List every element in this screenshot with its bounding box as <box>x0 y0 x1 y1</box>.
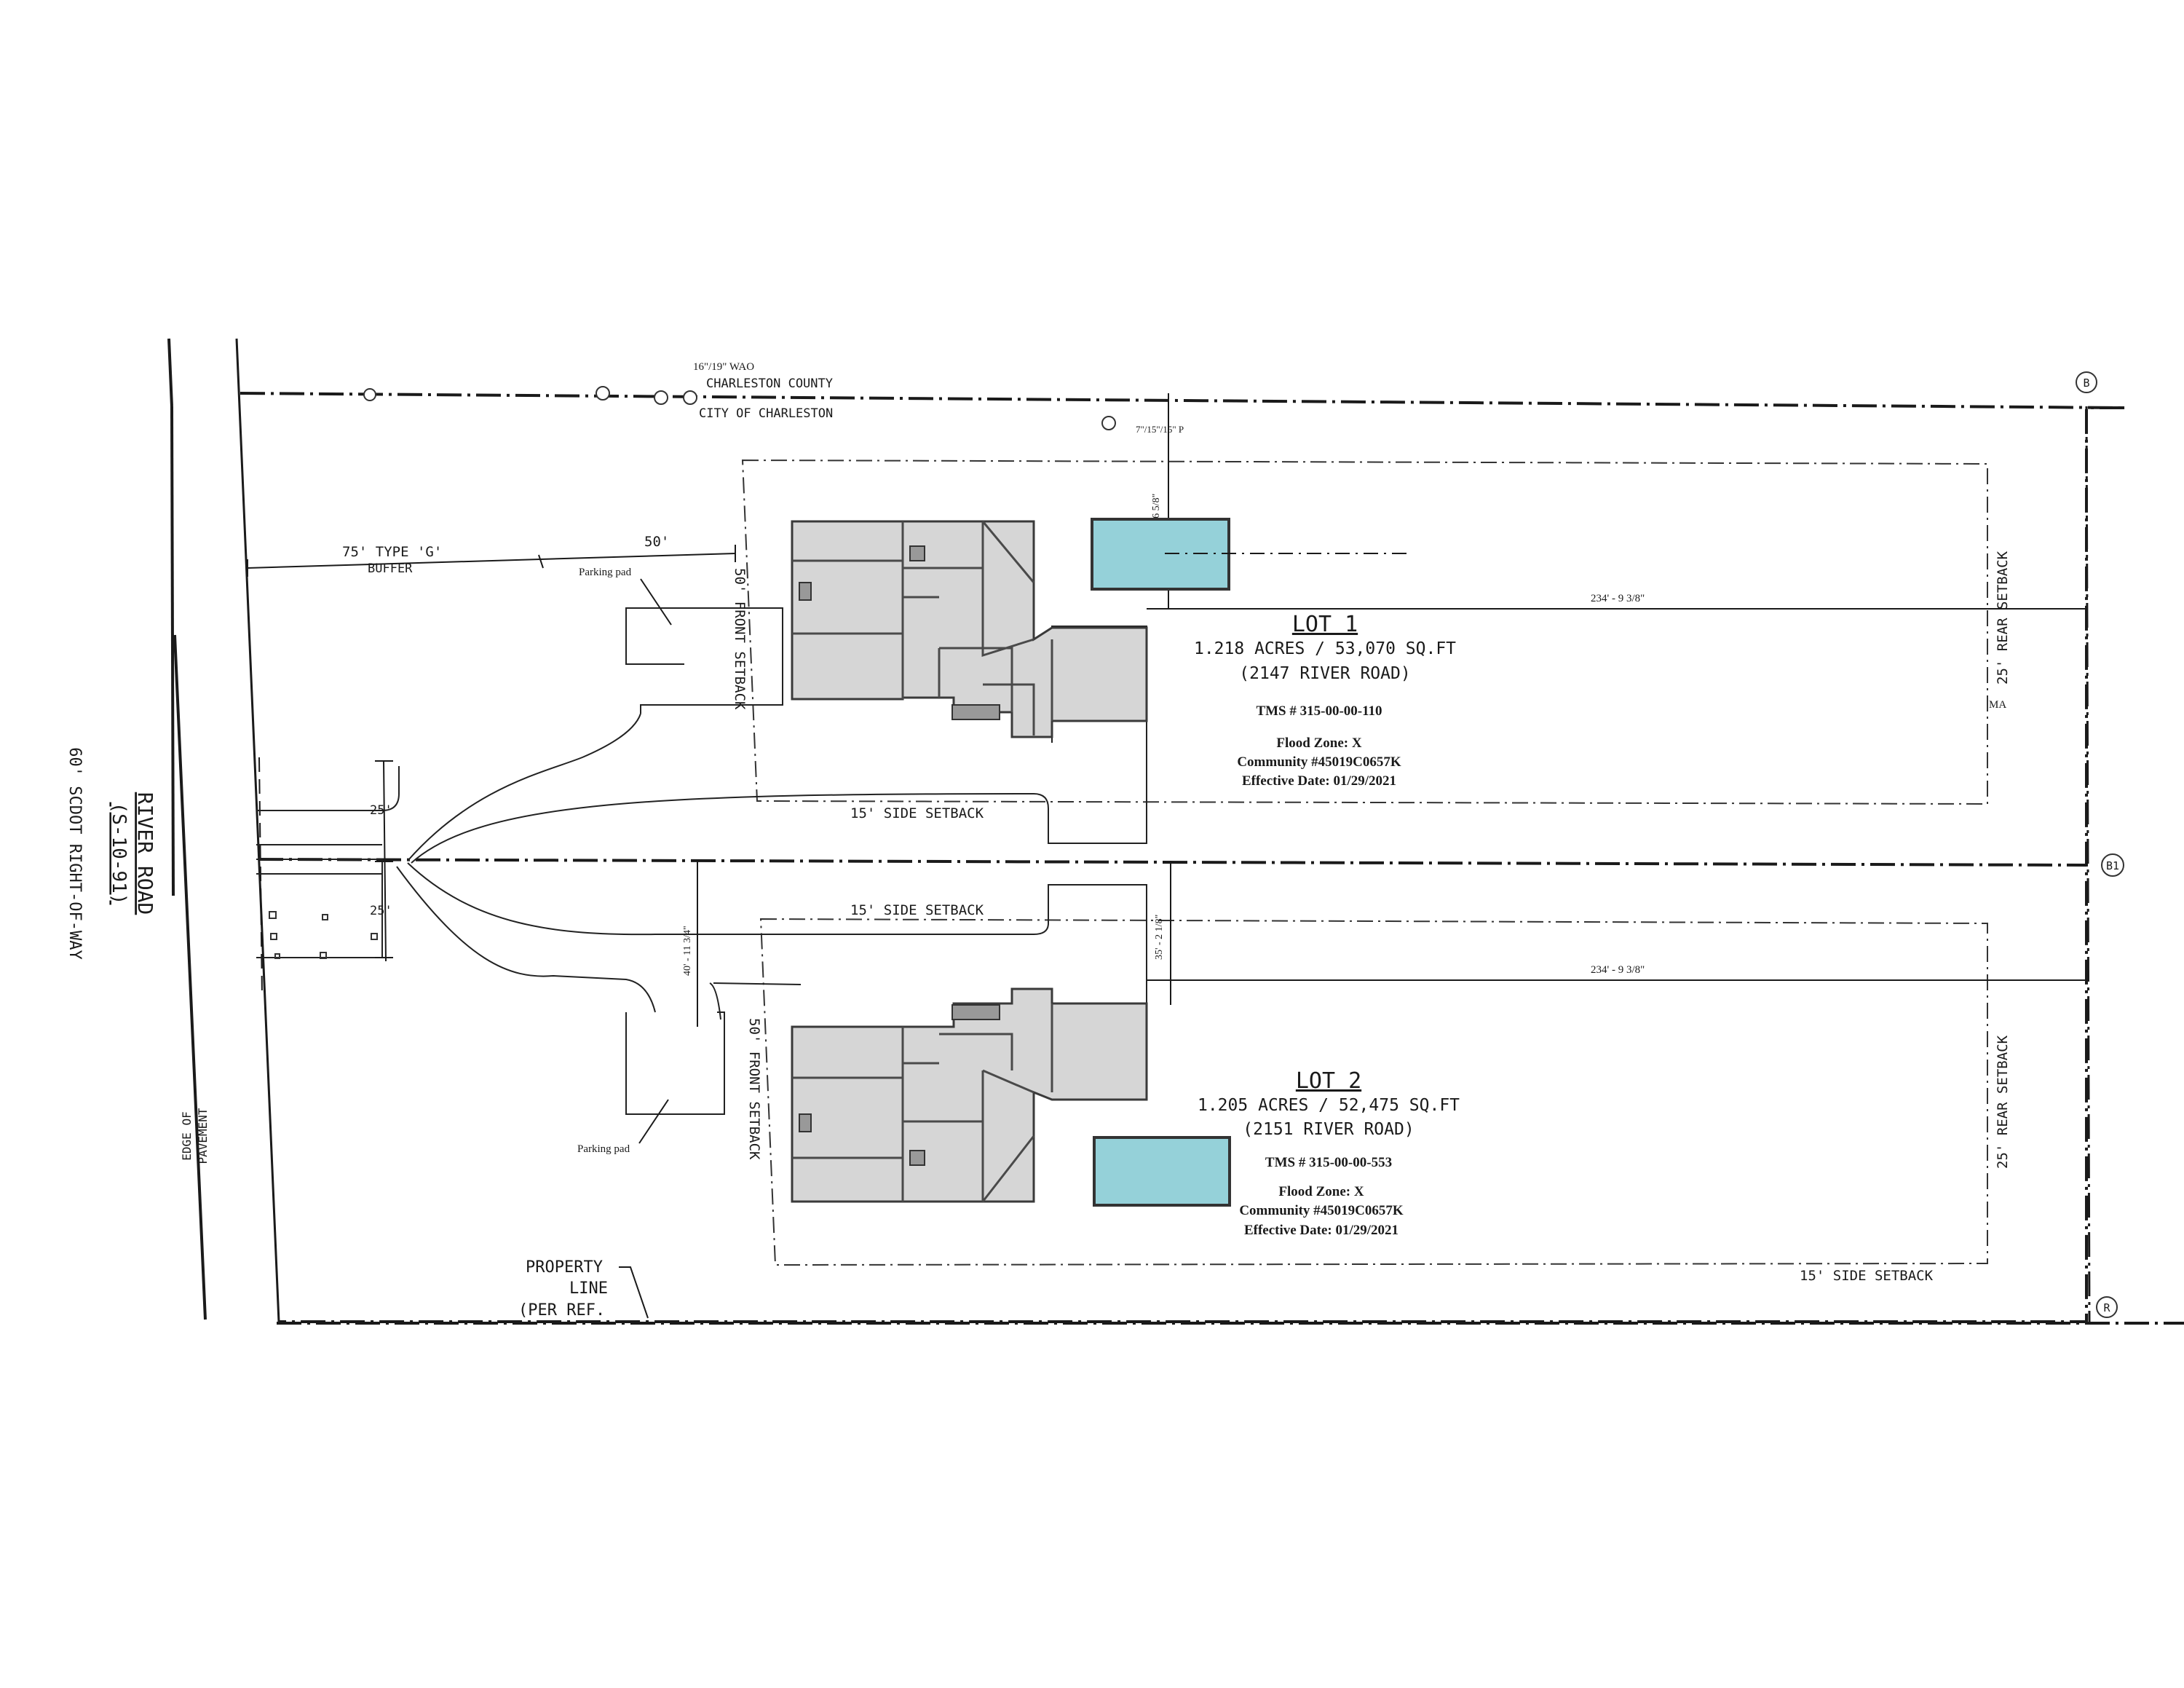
marker-r: R <box>2096 1296 2118 1318</box>
lot1-effective: Effective Date: 01/29/2021 <box>1242 773 1396 789</box>
lot1-pool <box>1091 518 1230 591</box>
lot2-depth: 234' - 9 3/8" <box>1591 964 1645 976</box>
county-label: CHARLESTON COUNTY <box>706 376 833 391</box>
lot2-community: Community #45019C0657K <box>1239 1203 1404 1218</box>
city-label: CITY OF CHARLESTON <box>699 406 833 421</box>
lot2-effective: Effective Date: 01/29/2021 <box>1244 1223 1398 1238</box>
tree-symbol <box>596 386 610 401</box>
lot2-pool <box>1093 1136 1231 1207</box>
wao-label: 16"/19" WAO <box>693 361 754 373</box>
road-right-of-way: 60' SCDOT RIGHT-OF-WAY <box>66 747 84 959</box>
marker-b: B <box>2076 371 2097 393</box>
marker-b1: B1 <box>2101 853 2124 877</box>
lot2-flood: Flood Zone: X <box>1278 1184 1364 1199</box>
road-name: RIVER ROAD <box>133 792 157 915</box>
property-line-label-1: PROPERTY <box>526 1258 603 1277</box>
edge-of-pavement-line <box>173 634 207 1320</box>
lot-boundary <box>240 392 2126 1323</box>
svg-text:R: R <box>2103 1301 2110 1314</box>
lot1-house <box>791 520 1148 738</box>
svg-text:B: B <box>2083 376 2089 390</box>
lot-dividing-line <box>258 858 2087 867</box>
buffer-dimension-line <box>247 553 736 569</box>
lot2-address: (2151 RIVER ROAD) <box>1243 1120 1414 1139</box>
edge-of-pavement-label: EDGE OF <box>180 1111 194 1160</box>
lot-boundary-east <box>2085 406 2091 1322</box>
tree-symbol <box>1101 416 1116 430</box>
side-setback-label-2: 15' SIDE SETBACK <box>850 902 984 918</box>
lot1-setback <box>741 459 1988 805</box>
tree-symbol <box>363 388 376 401</box>
rear-setback-label-2: 25' REAR SETBACK <box>1995 1035 2011 1169</box>
lot2-area: 1.205 ACRES / 52,475 SQ.FT <box>1198 1096 1460 1115</box>
ma-label: MA <box>1989 699 2006 711</box>
parking-pad-label-2: Parking pad <box>577 1143 630 1155</box>
tree-symbol <box>654 390 668 405</box>
property-line-label-3: (PER REF. <box>518 1301 605 1320</box>
lot1-address: (2147 RIVER ROAD) <box>1239 664 1410 683</box>
rear-setback-label-1: 25' REAR SETBACK <box>1995 551 2011 685</box>
fifty-dimension: 50' <box>644 534 669 550</box>
side-setback-label-3: 15' SIDE SETBACK <box>1800 1268 1934 1284</box>
lot1-tms: TMS # 315-00-00-110 <box>1256 703 1382 719</box>
lot1-area: 1.218 ACRES / 53,070 SQ.FT <box>1194 639 1456 658</box>
edge-of-pavement-label-2: PAVEMENT <box>196 1108 210 1164</box>
drive-width-top: 25' <box>370 803 392 818</box>
front-setback-label-1: 50' FRONT SETBACK <box>732 568 748 710</box>
road-edge-line <box>167 338 173 407</box>
svg-text:B1: B1 <box>2106 859 2119 872</box>
lot2-title: LOT 2 <box>1296 1068 1361 1094</box>
utility-box <box>269 911 378 959</box>
front-setback-label-2: 50' FRONT SETBACK <box>746 1018 762 1160</box>
lot1-flood: Flood Zone: X <box>1276 735 1361 751</box>
driveway <box>256 607 1147 1115</box>
lot2-offset-dim: 35' - 2 1/8" <box>1154 915 1165 960</box>
buffer-label: 75' TYPE 'G' <box>342 544 442 560</box>
lot1-title: LOT 1 <box>1292 612 1358 637</box>
lot1-community: Community #45019C0657K <box>1237 754 1401 770</box>
property-line-label-2: LINE <box>569 1279 608 1298</box>
road-edge-line <box>170 406 175 896</box>
lot2-tms: TMS # 315-00-00-553 <box>1265 1155 1392 1170</box>
lot2-house <box>791 987 1148 1203</box>
tree-symbol <box>683 390 697 405</box>
buffer-label-2: BUFFER <box>368 561 413 576</box>
road-route: (S-10-91) <box>108 802 130 905</box>
side-setback-label-1: 15' SIDE SETBACK <box>850 805 984 821</box>
tree-label: 7"/15"/15" P <box>1136 424 1184 435</box>
parking-pad-label-1: Parking pad <box>579 567 632 578</box>
property-line-west <box>235 338 280 1322</box>
lot1-depth: 234' - 9 3/8" <box>1591 593 1645 604</box>
lot2-setback <box>759 918 1988 1266</box>
drive-offset-dim: 40' - 11 3/4" <box>682 926 693 976</box>
drive-width-bottom: 25' <box>370 904 392 918</box>
